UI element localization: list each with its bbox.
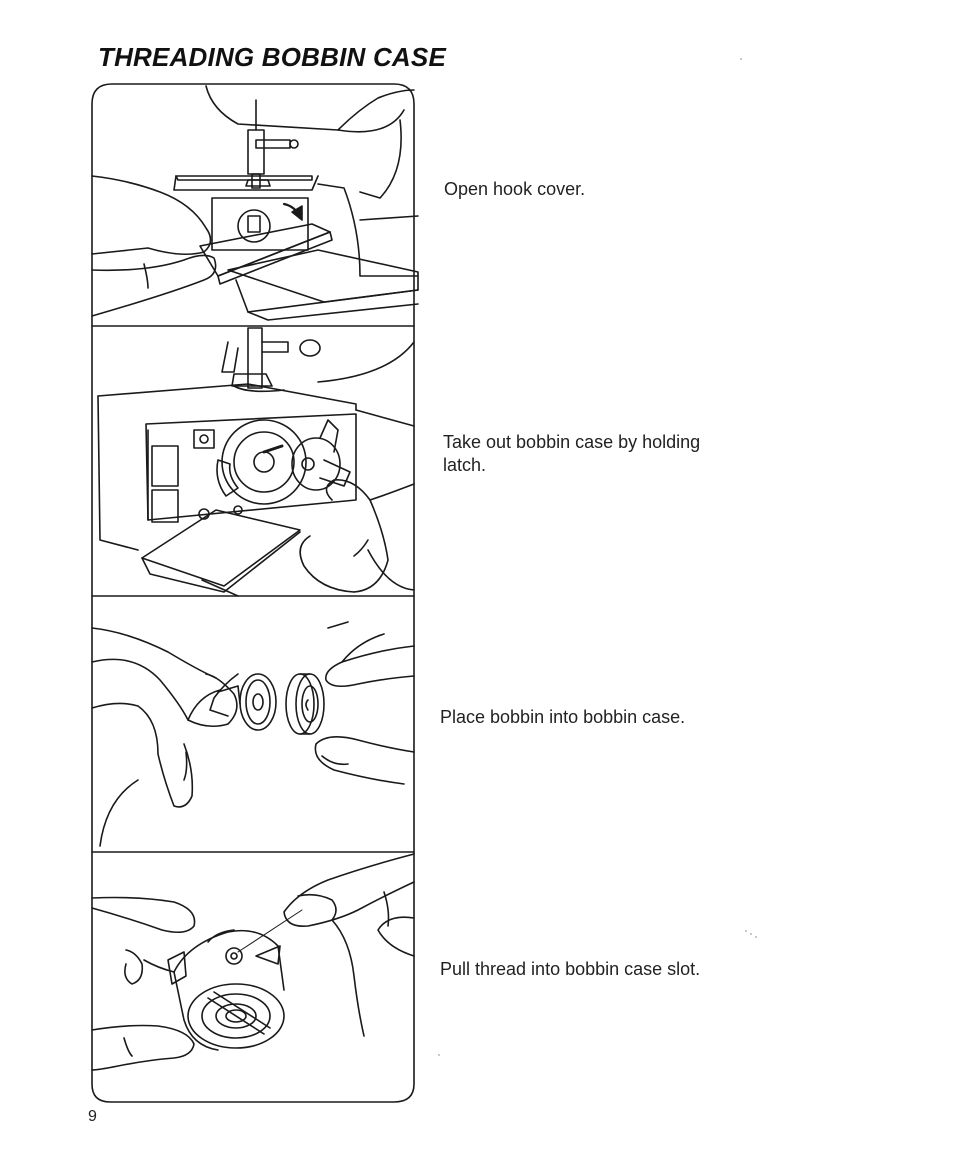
scan-speck <box>755 936 757 938</box>
illustration-pull-thread <box>91 853 415 1071</box>
scan-speck <box>750 933 752 935</box>
scan-speck <box>745 930 747 932</box>
page-number: 9 <box>88 1108 97 1125</box>
page-title: THREADING BOBBIN CASE <box>98 42 446 72</box>
illustration-place-bobbin <box>91 621 415 847</box>
step-instruction: Place bobbin into bobbin case. <box>440 707 686 727</box>
illustration-remove-bobbin-case <box>97 327 415 597</box>
scan-speck <box>740 58 742 60</box>
scan-speck <box>438 1054 440 1056</box>
illustration-open-hook-cover <box>91 85 419 321</box>
step-instruction: Pull thread into bobbin case slot. <box>440 959 701 979</box>
step-instruction: Take out bobbin case by holding latch. <box>443 432 701 475</box>
step-instruction: Open hook cover. <box>444 179 586 199</box>
illustration-frame <box>91 83 415 1103</box>
illustration-column <box>91 83 419 1103</box>
